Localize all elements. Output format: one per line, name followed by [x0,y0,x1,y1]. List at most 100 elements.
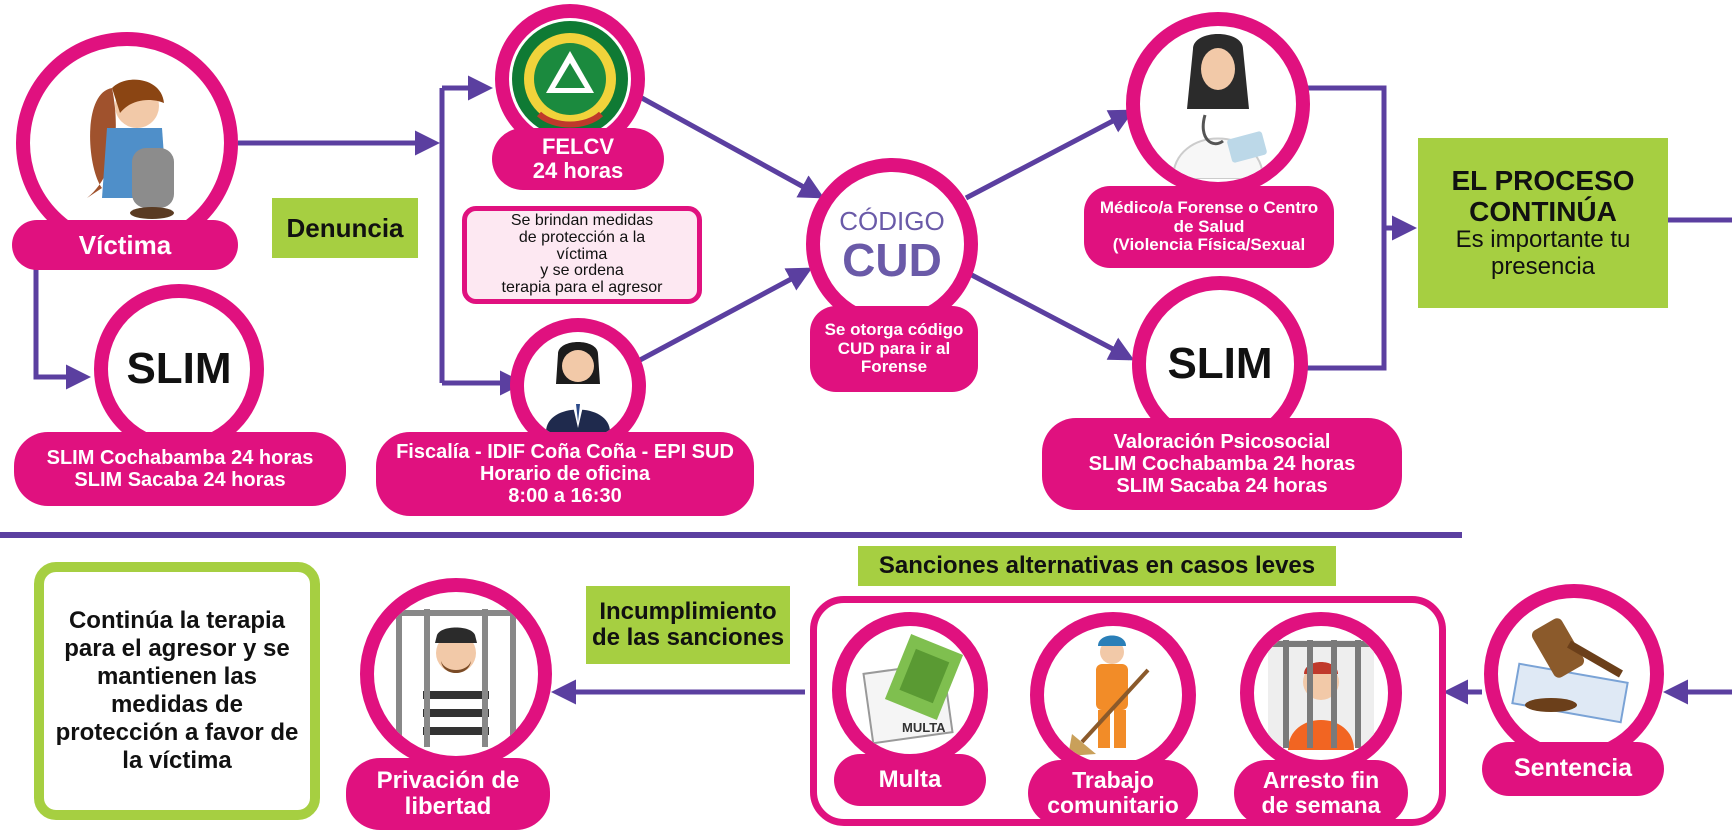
cud-label-big: CUD [842,233,942,286]
slim-right-line3: SLIM Sacaba 24 horas [1116,475,1328,497]
arrow-cud-to-slim [964,269,1135,361]
arresto-label: Arresto fin de semana [1234,760,1408,826]
medico-info: Médico/a Forense o Centro de Salud (Viol… [1084,186,1334,268]
fiscalia-line2: Horario de oficina [479,463,651,485]
privacion-line1: Privación de [376,766,520,794]
arrow-cud-to-medico [964,109,1135,201]
incumplimiento-box [586,586,790,664]
victim-label: Víctima [78,229,172,260]
slim-left-circle: SLIM [94,284,264,454]
slim-right-line1: Valoración Psicosocial [1113,431,1331,453]
privacion-label: Privación de libertad [346,758,550,830]
street-sweeper-icon [1068,635,1150,756]
cud-note-line2: CUD para ir al [837,338,951,358]
incumplimiento-line2: de las sanciones [591,624,785,651]
protection-note-line5: terapia para el agresor [501,279,663,297]
felcv-hours: 24 horas [532,158,624,183]
fiscalia-line1: Fiscalía - IDIF Coña Coña - EPI SUD [396,441,734,463]
gavel-icon [1511,618,1629,724]
final-note: Continúa la terapia para el agresor y se… [34,562,320,820]
trabajo-pill [1028,760,1198,826]
cud-note-line1: Se otorga código [824,319,964,339]
arrow-victim-to-slim [33,255,91,390]
arrow-felcv-to-cud [638,94,825,199]
felcv-info: FELCV 24 horas [492,128,664,190]
sentencia-pill [1482,742,1664,796]
medico-line1: Médico/a Forense o Centro [1099,197,1319,217]
denuncia-box [272,198,418,258]
sanciones-title-box [858,546,1336,586]
continua-info: EL PROCESO CONTINÚA Es importante tu pre… [1418,138,1668,308]
final-note-box [34,562,320,820]
medico-line2: de Salud [1173,216,1245,236]
felcv-name: FELCV [541,133,615,159]
protection-note-line2: de protección a la [518,228,646,246]
sentencia-circle [1484,584,1664,764]
protection-note-line1: Se brindan medidas [510,212,654,229]
fine-paper-text: MULTA [902,720,946,735]
official-figure-icon [546,342,610,432]
sentencia-label: Sentencia [1513,754,1633,783]
felcv-pill [492,128,664,190]
arrow-fiscalia-to-cud [638,267,813,363]
victim-figure-icon [87,79,174,219]
fiscalia-circle [510,318,646,454]
slim-left-info-pill [14,432,346,506]
cud-circle: CÓDIGO CUD [806,158,978,330]
final-note-line4: medidas de [110,691,244,718]
trabajo-circle [1030,612,1196,778]
privacion-circle [360,578,552,770]
arresto-pill [1234,760,1408,826]
slim-left-line1: SLIM Cochabamba 24 horas [46,447,314,469]
felcv-badge-icon [512,21,628,137]
final-note-line3: mantienen las [96,662,258,690]
continua-line2: CONTINÚA [1469,195,1617,227]
continua-line4: presencia [1490,252,1596,280]
fiscalia-pill [376,432,754,516]
victim-label-pill [12,220,238,270]
fiscalia-line3: 8:00 a 16:30 [508,485,622,507]
continua-box [1418,138,1668,308]
final-note-line2: para el agresor y se [64,634,290,662]
medico-circle [1126,12,1310,196]
denuncia-label: Denuncia [286,212,404,243]
continua-line3: Es importante tu [1455,226,1631,254]
slim-left-title: SLIM [126,344,232,393]
arresto-circle [1240,612,1402,774]
cud-note: Se otorga código CUD para ir al Forense [810,306,978,392]
incumplimiento-line1: Incumplimiento [599,597,777,625]
cud-label-small: CÓDIGO [839,205,945,236]
slim-right-info-pill [1042,418,1402,510]
medico-line3: (Violencia Física/Sexual [1112,235,1306,255]
doctor-figure-icon [1171,34,1267,179]
fine-ticket-icon: MULTA [862,634,964,745]
arresto-line1: Arresto fin [1262,766,1380,793]
cud-note-pill [810,306,978,392]
slim-right-info: Valoración Psicosocial SLIM Cochabamba 2… [1042,418,1402,510]
continua-line1: EL PROCESO [1451,164,1635,196]
sanciones-title: Sanciones alternativas en casos leves [878,551,1316,579]
protection-note-line3: víctima [556,245,608,263]
medico-pill [1084,186,1334,268]
prisoner-icon [389,609,523,747]
multa-circle: MULTA [832,612,988,768]
jail-cell-icon [1268,640,1374,750]
final-note-line6: la víctima [122,747,232,775]
protection-note-line4: y se ordena [540,262,624,280]
trabajo-line1: Trabajo [1072,766,1154,793]
arresto-line2: de semana [1261,792,1381,818]
final-note-line5: protección a favor de [55,719,299,747]
cud-note-line3: Forense [860,357,928,377]
slim-right-line2: SLIM Cochabamba 24 horas [1088,453,1356,475]
privacion-line2: libertad [404,793,492,820]
final-note-line1: Continúa la terapia [68,606,286,634]
multa-pill [834,754,986,806]
trabajo-label: Trabajo comunitario [1028,760,1198,826]
multa-label: Multa [878,765,942,793]
fiscalia-info: Fiscalía - IDIF Coña Coña - EPI SUD Hora… [376,432,754,516]
trabajo-line2: comunitario [1047,792,1179,818]
slim-left-info: SLIM Cochabamba 24 horas SLIM Sacaba 24 … [14,432,346,506]
protection-note: Se brindan medidas de protección a la ví… [462,206,702,304]
